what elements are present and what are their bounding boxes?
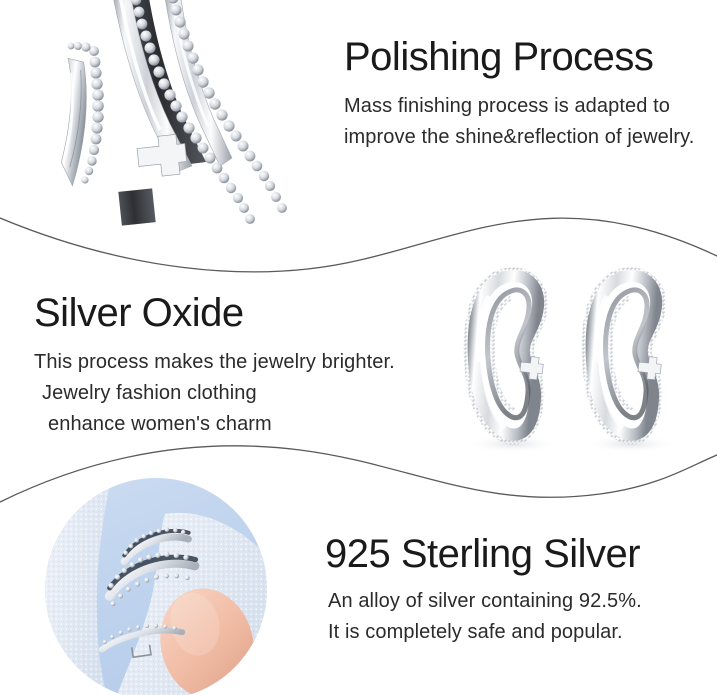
wishbone-ring-left: [463, 267, 549, 445]
worn-ring-upper: [120, 527, 192, 566]
polishing-line-1: Mass finishing process is adapted to: [344, 95, 670, 118]
macro-rings-illustration: [60, 0, 287, 226]
sterling-heading: 925 Sterling Silver: [325, 532, 641, 576]
macro-beaded-silver-ring-bands-image: [10, 0, 330, 234]
rings-worn-on-finger-photo: [45, 478, 267, 695]
oxide-line-2: Jewelry fashion clothing: [42, 382, 257, 405]
wishbone-ring-right: [581, 267, 667, 445]
bead-row-outer: [167, 0, 287, 213]
silver-oxide-text-block: Silver Oxide This process makes the jewe…: [34, 291, 395, 440]
worn-ring-middle: [104, 551, 200, 607]
sterling-line-1: An alloy of silver containing 92.5%.: [328, 590, 642, 613]
worn-ring-lower: [98, 623, 186, 659]
sterling-line-2: It is completely safe and popular.: [328, 621, 623, 644]
lifestyle-photo-illustration: [45, 478, 267, 695]
polishing-heading: Polishing Process: [344, 35, 654, 79]
oxide-line-1: This process makes the jewelry brighter.: [34, 351, 395, 374]
polishing-line-2: improve the shine&reflection of jewelry.: [344, 126, 695, 149]
bead-row-left: [67, 42, 104, 184]
oxide-heading: Silver Oxide: [34, 291, 244, 335]
oxide-line-3: enhance women's charm: [48, 413, 272, 436]
polishing-process-text-block: Polishing Process Mass finishing process…: [344, 35, 695, 153]
chevron-notch-detail: [118, 134, 188, 226]
ring-pair-illustration: [463, 267, 677, 453]
sterling-silver-text-block: 925 Sterling Silver An alloy of silver c…: [325, 532, 642, 648]
pair-of-wishbone-silver-rings-image: [455, 258, 717, 458]
